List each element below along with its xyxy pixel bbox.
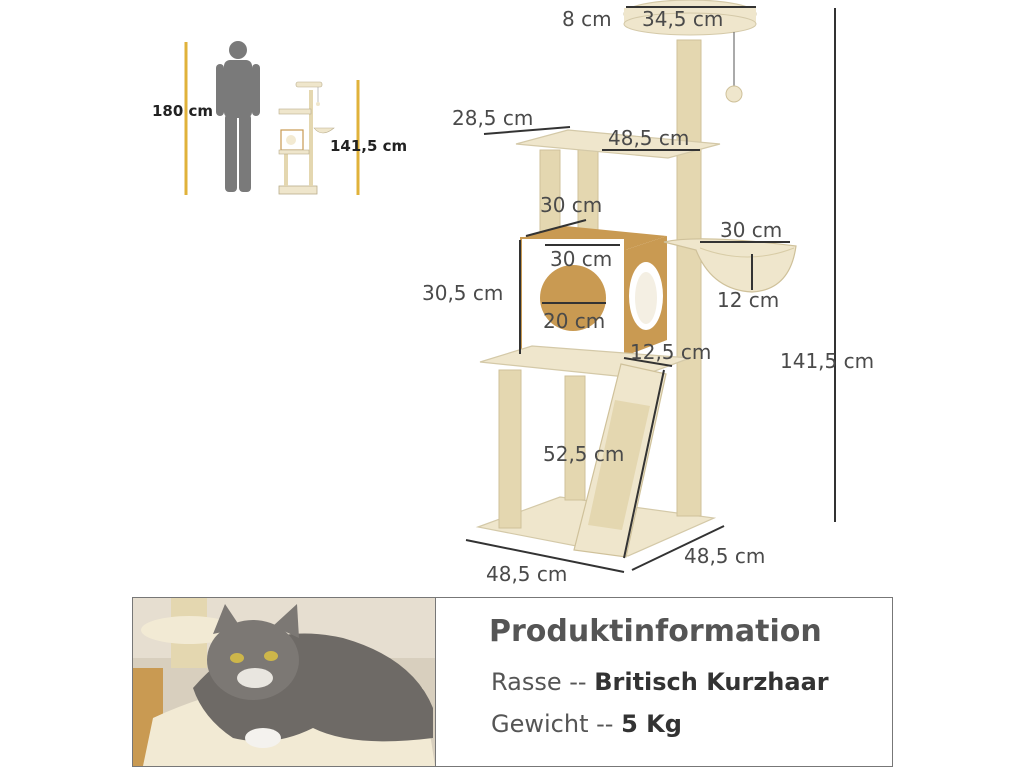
top-platform-thickness-label: 8 cm xyxy=(562,7,612,31)
weight-label: Gewicht -- xyxy=(491,710,614,738)
ramp-width-label: 12,5 cm xyxy=(630,340,712,364)
condo-opening-label: 20 cm xyxy=(543,309,606,333)
top-platform-diameter-label: 34,5 cm xyxy=(642,7,724,31)
weight-value: 5 Kg xyxy=(621,710,682,738)
base-width-label: 48,5 cm xyxy=(486,562,568,586)
cat-tree-illustration xyxy=(184,0,836,573)
breed-label: Rasse -- xyxy=(491,668,587,696)
product-info-title: Produktinformation xyxy=(489,614,822,649)
base-depth-label: 48,5 cm xyxy=(684,544,766,568)
condo-opening-front xyxy=(540,265,606,331)
person-silhouette xyxy=(216,41,260,192)
toy-ball xyxy=(725,85,743,103)
mini-cat-tree xyxy=(278,81,335,195)
ramp-width-dimension-line xyxy=(623,357,673,367)
post-front-left xyxy=(498,369,522,529)
product-info-panel: Produktinformation Rasse -- Britisch Kur… xyxy=(132,597,893,767)
cat-in-hammock-image xyxy=(133,598,435,766)
shelf-depth-label: 28,5 cm xyxy=(452,106,534,130)
base-depth-dimension-line xyxy=(631,525,725,571)
base-width-dimension-line xyxy=(465,539,625,573)
breed-row: Rasse -- Britisch Kurzhaar xyxy=(491,668,829,696)
scale-figure xyxy=(184,41,360,195)
post-back xyxy=(564,375,586,501)
breed-value: Britisch Kurzhaar xyxy=(594,668,829,696)
ramp-length-dimension-line xyxy=(623,369,665,559)
hammock-diameter-label: 30 cm xyxy=(720,218,783,242)
post-main xyxy=(676,39,702,517)
hammock-depth-label: 12 cm xyxy=(717,288,780,312)
condo-depth-dimension-line xyxy=(525,219,587,237)
condo-height-label: 30,5 cm xyxy=(422,281,504,305)
cat-photo xyxy=(133,598,436,766)
dimension-lines xyxy=(465,6,836,573)
weight-row: Gewicht -- 5 Kg xyxy=(491,710,682,738)
ramp-scratch-pad xyxy=(588,400,650,530)
tree-height-small-label: 141,5 cm xyxy=(330,137,408,155)
cat-tree xyxy=(475,0,797,558)
person-height-label: 180 cm xyxy=(152,102,214,120)
total-height-label: 141,5 cm xyxy=(780,349,875,373)
condo-width-label: 30 cm xyxy=(550,247,613,271)
condo-depth-label: 30 cm xyxy=(540,193,603,217)
ramp-length-label: 52,5 cm xyxy=(543,442,625,466)
hammock xyxy=(663,238,797,293)
shelf-depth-dimension-line xyxy=(483,126,571,135)
shelf-width-label: 48,5 cm xyxy=(608,126,690,150)
